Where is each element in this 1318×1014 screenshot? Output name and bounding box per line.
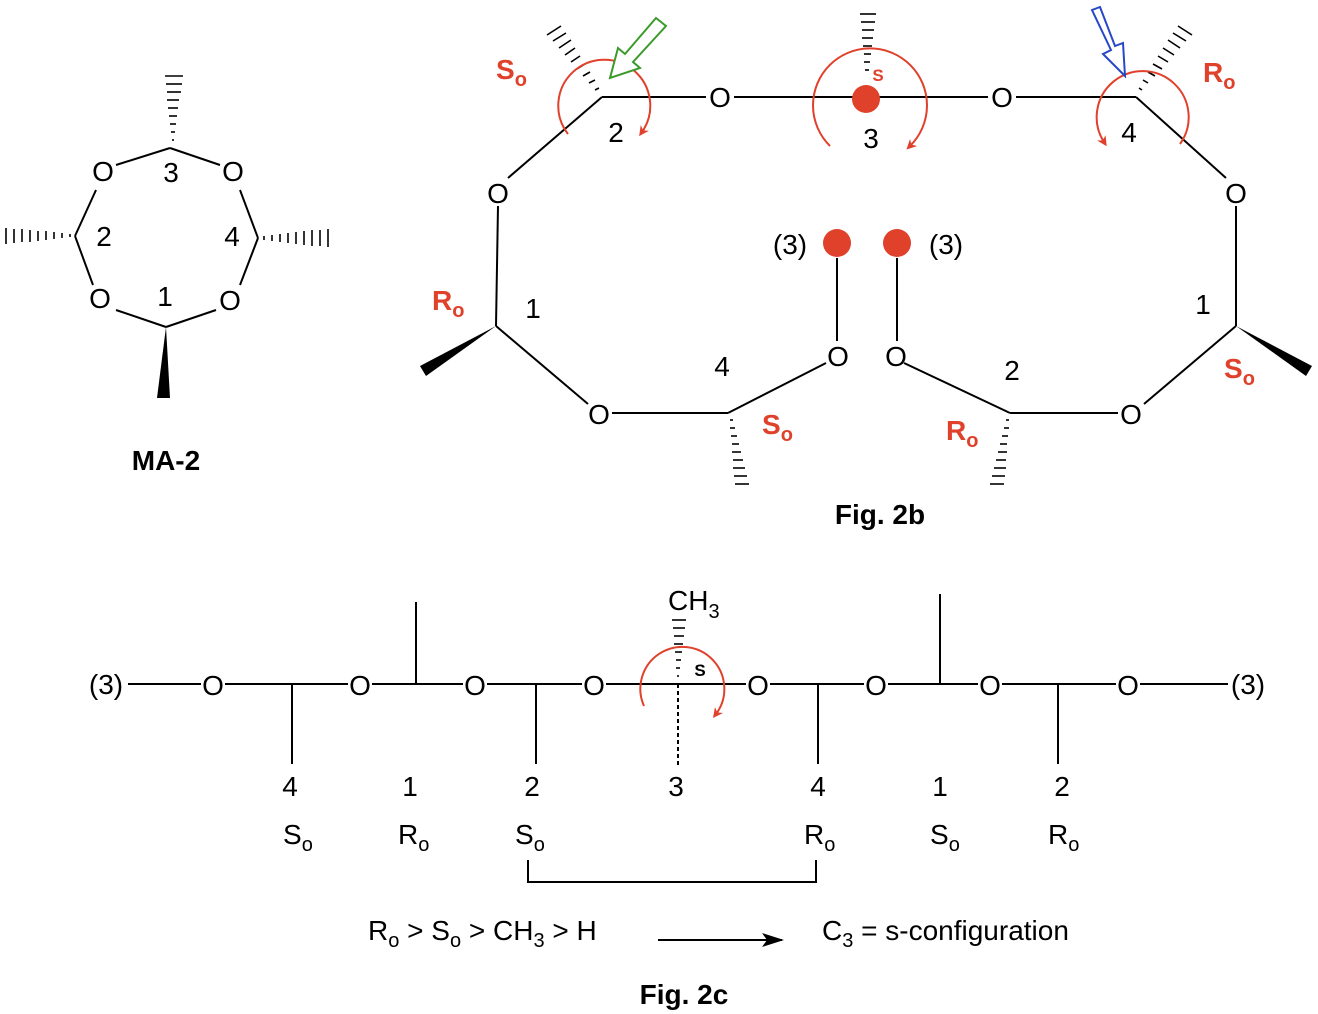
configuration-result: C3 = s-configuration: [822, 915, 1069, 952]
fig2b-number: 4: [1121, 117, 1137, 148]
ma2-labels: O O O O 3 2 4 1 MA-2: [89, 156, 244, 476]
fig2b-number: 2: [1004, 355, 1020, 386]
fig2b-oxygen: O: [1225, 178, 1247, 209]
ma2-number: 4: [224, 221, 240, 252]
fig2b-number: 1: [1195, 289, 1211, 320]
priority-rule: Ro > So > CH3 > H: [368, 915, 597, 952]
fig2c-oxygen: O: [583, 670, 605, 701]
config-label: Ro: [432, 285, 464, 322]
ma2-number: 2: [96, 221, 112, 252]
blue-pointer-arrow: [1090, 5, 1127, 79]
fig2c-config: So: [930, 819, 960, 856]
fig2c-oxygen: O: [1117, 670, 1139, 701]
fig2b-number: 3: [863, 123, 879, 154]
fig2c-config: So: [283, 819, 313, 856]
fig2c-config: So: [515, 819, 545, 856]
ma2-number: 3: [163, 157, 179, 188]
fig2c-config: Ro: [398, 819, 429, 856]
ma2-oxygen: O: [89, 283, 111, 314]
fig2b-bonds: [495, 96, 1237, 414]
fig2c-config: Ro: [804, 819, 835, 856]
fig2b-labels: O O O O O O O O 2 3 4 1 1 4 2 (3) (3) S …: [432, 54, 1255, 530]
fig2b-ref: (3): [773, 229, 807, 260]
fig2b-oxygen: O: [1120, 399, 1142, 430]
fig2b-oxygen: O: [709, 82, 731, 113]
config-label: So: [1224, 353, 1255, 390]
fig2c-o-backing: [201, 672, 1140, 696]
chain-end-left: (3): [89, 669, 123, 700]
fig2c-number: 4: [810, 771, 826, 802]
fig2c-number: 3: [668, 771, 684, 802]
fig2c-oxygen: O: [747, 670, 769, 701]
ma2-stereo-bonds: [5, 75, 329, 398]
fig2c-labels: (3) (3) O O O O O O O O CH3 S 4 1 2 3 4 …: [89, 585, 1265, 1010]
fig2b-oxygen: O: [588, 399, 610, 430]
fig2c-number: 1: [402, 771, 418, 802]
fig2b-center-dots: [823, 85, 911, 257]
fig2b-oxygen: O: [991, 82, 1013, 113]
chain-end-right: (3): [1231, 669, 1265, 700]
config-label: So: [496, 54, 527, 91]
fig2c-hashed-up: [672, 619, 686, 677]
fig2c-oxygen: O: [979, 670, 1001, 701]
config-label: So: [762, 409, 793, 446]
fig2c-number: 2: [524, 771, 540, 802]
fig2c-number: 4: [282, 771, 298, 802]
fig2c-oxygen: O: [349, 670, 371, 701]
fig2c-number: 2: [1054, 771, 1070, 802]
fig2c-chain: [128, 594, 1228, 947]
ma2-oxygen: O: [222, 156, 244, 187]
ma2-structure: [74, 147, 259, 328]
fig2c-config: Ro: [1048, 819, 1079, 856]
ma2-oxygen: O: [219, 285, 241, 316]
fig2b-number: 1: [525, 293, 541, 324]
fig2b-oxygen: O: [827, 341, 849, 372]
ma2-number: 1: [157, 281, 173, 312]
fig2c-rotation-arrow: [639, 645, 726, 719]
fig2c-oxygen: O: [865, 670, 887, 701]
ch3-label: CH3: [668, 585, 720, 623]
config-label: Ro: [1203, 57, 1235, 94]
fig2c-s-center: S: [694, 661, 705, 680]
fig2b-s-center: S: [872, 66, 883, 85]
green-pointer-arrow: [608, 16, 668, 80]
ma2-oxygen: O: [92, 156, 114, 187]
fig2b-oxygen: O: [885, 341, 907, 372]
fig2c-number: 1: [932, 771, 948, 802]
fig2b-rotation-arrows: [557, 47, 1190, 150]
fig2c-oxygen: O: [464, 670, 486, 701]
fig2c-caption: Fig. 2c: [640, 979, 729, 1010]
config-label: Ro: [946, 415, 978, 452]
fig2b-oxygen: O: [487, 178, 509, 209]
fig2b-number: 2: [608, 117, 624, 148]
fig2b-ref: (3): [929, 229, 963, 260]
fig2b-number: 4: [714, 351, 730, 382]
fig2b-stereo-bonds: [420, 13, 1312, 485]
fig2c-oxygen: O: [202, 670, 224, 701]
fig2b-caption: Fig. 2b: [835, 499, 925, 530]
ma2-title: MA-2: [132, 445, 200, 476]
